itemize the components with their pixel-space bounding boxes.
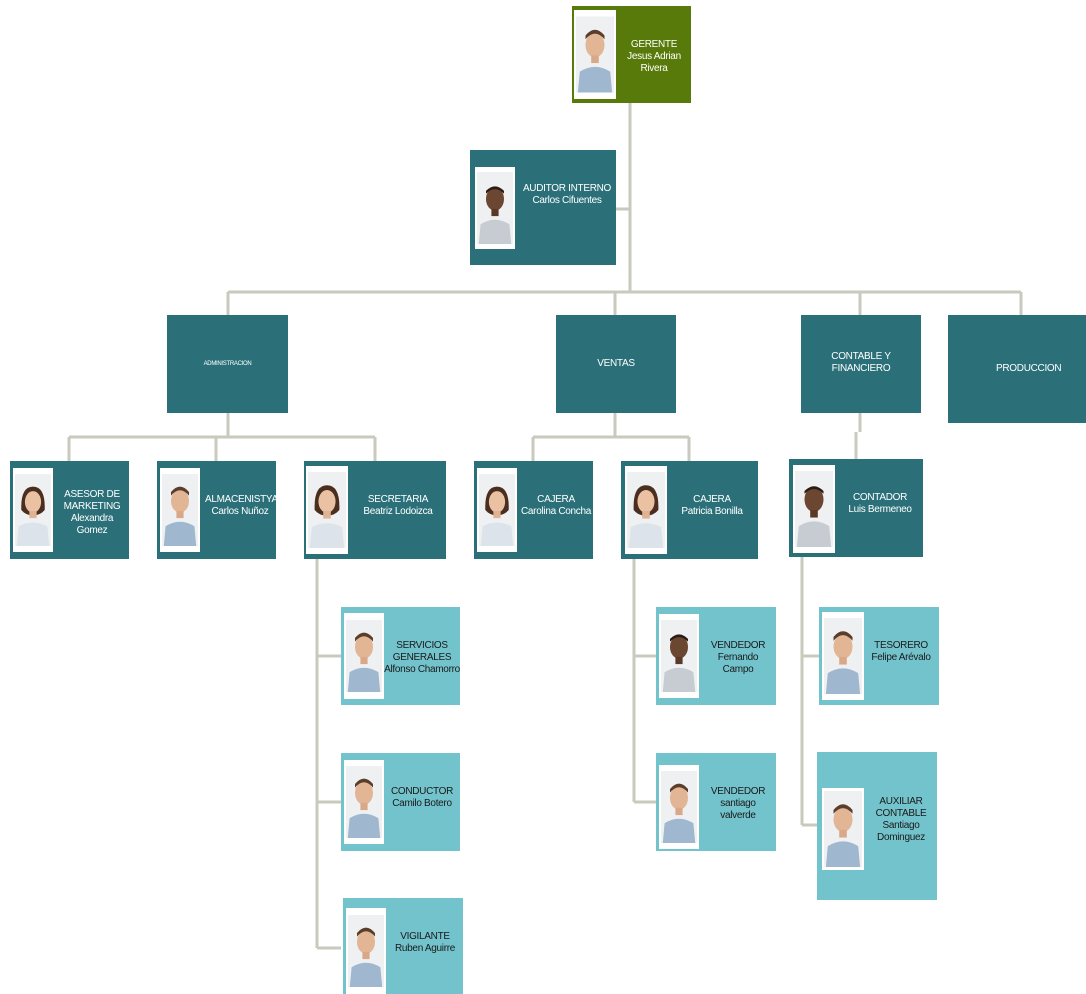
card-name: santiago valverde (720, 798, 756, 821)
conductor-card[interactable]: CONDUCTOR Camilo Botero (341, 753, 460, 851)
avatar (306, 466, 348, 554)
person-photo-icon (661, 767, 697, 847)
dept-label: PRODUCCION (996, 363, 1062, 374)
person-photo-icon (346, 762, 382, 842)
card-name: Camilo Botero (392, 798, 452, 809)
dept-ventas[interactable]: VENTAS (556, 315, 676, 413)
card-name: Carolina Concha (521, 506, 591, 517)
card-title: TESORERO (874, 640, 928, 651)
card-title: VENDEDOR (710, 640, 766, 651)
avatar (659, 765, 699, 849)
person-photo-icon (348, 910, 384, 992)
card-name: Alexandra Gomez (70, 513, 114, 536)
person-photo-icon (479, 470, 515, 550)
card-title: GERENTE (630, 39, 678, 50)
avatar (477, 468, 517, 552)
avatar (344, 760, 384, 844)
person-photo-icon (627, 468, 665, 552)
avatar (346, 908, 386, 994)
almacenista-card[interactable]: ALMACENISTYA Carlos Nuñoz (157, 461, 278, 559)
dept-administracion[interactable]: ADMINISTRACION (167, 315, 288, 413)
person-photo-icon (162, 470, 198, 550)
contador-card[interactable]: CONTADOR Luis Bermeneo (789, 459, 923, 557)
servicios-card[interactable]: SERVICIOS GENERALES Alfonso Chamorro (341, 607, 460, 705)
avatar (793, 465, 835, 553)
cajera2-card[interactable]: CAJERA Patricia Bonilla (621, 461, 758, 559)
card-name: Alfonso Chamorro (384, 664, 460, 675)
avatar (574, 10, 616, 99)
auditor-card[interactable]: AUDITOR INTERNO Carlos Cifuentes (470, 150, 616, 265)
person-photo-icon (824, 790, 862, 868)
card-title: ALMACENISTYA (205, 494, 278, 505)
card-title: CONTADOR (852, 492, 908, 503)
card-title: AUDITOR INTERNO (522, 183, 612, 194)
vendedor1-card[interactable]: VENDEDOR Fernando Campo (656, 607, 776, 705)
avatar (822, 788, 864, 870)
card-name: Carlos Cifuentes (532, 195, 602, 206)
card-title: CONDUCTOR (390, 786, 454, 797)
card-title: ASESOR DE MARKETING (63, 489, 121, 512)
vigilante-card[interactable]: VIGILANTE Ruben Aguirre (343, 898, 463, 994)
person-photo-icon (824, 614, 862, 698)
dept-label: VENTAS (597, 358, 635, 369)
card-title: CAJERA (537, 494, 575, 505)
card-name: Carlos Nuñoz (211, 506, 269, 517)
secretaria-card[interactable]: SECRETARIA Beatriz Lodoizca (304, 461, 446, 559)
avatar (625, 466, 667, 554)
gerente-card[interactable]: GERENTE Jesus Adrian Rivera (572, 6, 691, 103)
card-title: VENDEDOR (710, 786, 766, 797)
card-name: Beatriz Lodoizca (363, 506, 433, 517)
vendedor2-card[interactable]: VENDEDOR santiago valverde (656, 753, 776, 851)
card-name: Fernando Campo (717, 652, 759, 675)
card-name: Jesus Adrian Rivera (627, 51, 681, 74)
dept-produccion[interactable]: PRODUCCION (948, 315, 1086, 423)
person-photo-icon (576, 12, 614, 97)
card-name: Patricia Bonilla (681, 506, 743, 517)
card-name: Ruben Aguirre (394, 943, 456, 954)
asesor-card[interactable]: ASESOR DE MARKETING Alexandra Gomez (10, 461, 129, 559)
cajera1-card[interactable]: CAJERA Carolina Concha (474, 461, 593, 559)
card-name: Luis Bermeneo (848, 504, 912, 515)
avatar (160, 468, 200, 552)
tesorero-card[interactable]: TESORERO Felipe Arévalo (819, 607, 939, 705)
person-photo-icon (308, 468, 346, 552)
card-name: Felipe Arévalo (871, 652, 931, 663)
person-photo-icon (15, 470, 51, 550)
dept-contable[interactable]: CONTABLE Y FINANCIERO (801, 315, 921, 413)
avatar (659, 614, 699, 698)
dept-label: ADMINISTRACION (203, 361, 252, 367)
card-title: SERVICIOS GENERALES (392, 640, 452, 663)
avatar (822, 612, 864, 700)
person-photo-icon (346, 615, 382, 697)
dept-label: CONTABLE Y FINANCIERO (831, 351, 891, 374)
card-title: VIGILANTE (400, 931, 450, 942)
avatar (13, 468, 53, 552)
avatar (344, 613, 384, 699)
person-photo-icon (477, 169, 513, 247)
auxiliar-card[interactable]: AUXILIAR CONTABLE Santiago Dominguez (817, 752, 937, 900)
card-title: CAJERA (693, 494, 731, 505)
avatar (475, 167, 515, 249)
card-title: AUXILIAR CONTABLE (875, 796, 927, 819)
person-photo-icon (661, 616, 697, 696)
card-name: Santiago Dominguez (877, 820, 925, 843)
person-photo-icon (795, 467, 833, 551)
card-title: SECRETARIA (367, 494, 429, 505)
